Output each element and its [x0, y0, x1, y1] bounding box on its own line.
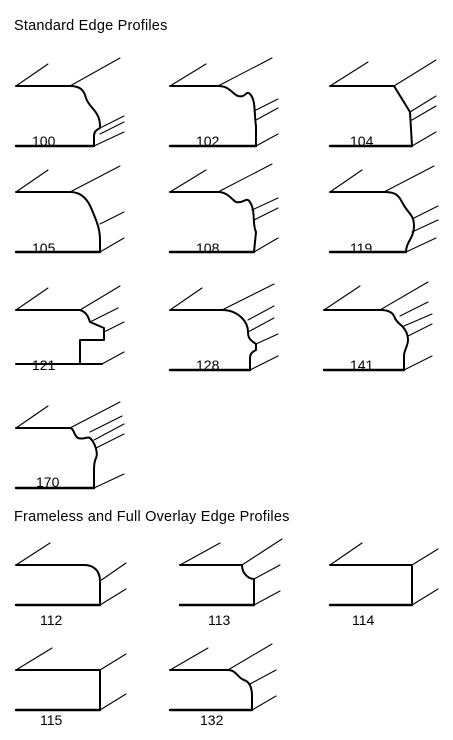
edge-profile-119-svg [328, 165, 439, 254]
edge-profile-132-label: 132 [200, 712, 224, 728]
edge-profile-113-label: 113 [208, 612, 231, 628]
profile-edge-outline [15, 427, 98, 489]
profile-back-edges [169, 57, 273, 87]
edge-profile-112-svg [14, 542, 127, 607]
edge-profile-104-svg [328, 59, 437, 148]
edge-profile-121-label: 121 [32, 357, 56, 373]
profile-extension-lines [409, 95, 437, 147]
edge-profile-128-svg [168, 283, 279, 372]
edge-profile-115-svg [14, 647, 127, 712]
profile-extension-lines [93, 115, 125, 147]
edge-profile-114-svg [328, 542, 439, 607]
edge-profile-115-drawing [8, 640, 133, 740]
profile-back-edges [169, 643, 273, 671]
profile-extension-lines [399, 301, 433, 371]
profile-back-edges [329, 59, 437, 87]
profile-edge-outline [169, 309, 257, 371]
section-title-frameless: Frameless and Full Overlay Edge Profiles [14, 509, 290, 525]
edge-profile-170-label: 170 [36, 474, 60, 490]
edge-profile-102-label: 102 [196, 133, 220, 149]
profile-back-edges [169, 283, 275, 311]
profile-extension-lines [253, 564, 281, 606]
profile-back-edges [15, 165, 121, 193]
profile-back-edges [329, 165, 435, 193]
profile-edge-outline [169, 669, 253, 711]
edge-profile-141-label: 141 [350, 357, 374, 373]
edge-profile-108-drawing [162, 162, 287, 262]
profile-extension-lines [99, 588, 127, 606]
edge-profile-104-drawing [322, 56, 447, 156]
section-title-standard: Standard Edge Profiles [14, 18, 168, 34]
profile-edge-outline [15, 669, 101, 711]
edge-profile-132-drawing [162, 640, 287, 740]
profile-edge-outline [323, 309, 409, 371]
edge-profile-105-label: 105 [32, 240, 56, 256]
profile-back-edges [323, 281, 429, 311]
profile-extension-lines [251, 197, 279, 253]
edge-profile-132-svg [168, 643, 277, 712]
profile-edge-outline [169, 191, 257, 253]
profile-edge-outline [15, 564, 101, 606]
edge-profile-108-svg [168, 163, 279, 254]
profile-edge-outline [329, 191, 415, 253]
profile-edge-outline [329, 564, 413, 606]
edge-profile-141-svg [322, 281, 433, 372]
edge-profile-121-svg [15, 285, 125, 365]
edge-profile-108-label: 108 [196, 240, 220, 256]
profile-extension-lines [99, 211, 125, 253]
edge-profile-112-drawing [8, 535, 133, 635]
profile-extension-lines [253, 98, 279, 147]
edge-profile-100-drawing [8, 56, 133, 156]
profile-back-edges [15, 57, 121, 87]
profile-back-edges [15, 647, 127, 671]
profile-edge-outline [179, 564, 255, 606]
profile-edge-outline [169, 85, 257, 147]
edge-profile-113-drawing [172, 535, 297, 635]
edge-profile-170-drawing [8, 398, 133, 498]
edge-profile-170-svg [14, 401, 125, 490]
edge-profile-141-drawing [316, 280, 441, 380]
edge-profile-100-label: 100 [32, 133, 56, 149]
profile-extension-lines [89, 415, 125, 489]
profile-extension-lines [99, 693, 127, 711]
profile-edge-outline [15, 191, 101, 253]
profile-extension-lines [411, 588, 439, 606]
edge-profile-128-label: 128 [196, 357, 220, 373]
profile-extension-lines [247, 305, 279, 371]
edge-profile-114-drawing [322, 535, 447, 635]
profile-edge-outline [15, 309, 105, 365]
edge-profile-105-drawing [8, 162, 133, 262]
edge-profile-102-svg [168, 57, 279, 148]
edge-profile-100-svg [14, 57, 125, 148]
edge-profile-104-label: 104 [350, 133, 374, 149]
edge-profile-119-label: 119 [350, 240, 373, 256]
profile-edge-outline [329, 85, 413, 147]
profile-extension-lines [249, 669, 277, 711]
profile-back-edges [179, 538, 283, 566]
edge-profile-121-drawing [8, 280, 133, 380]
edge-profile-105-svg [14, 165, 125, 254]
profile-back-edges [329, 542, 439, 566]
edge-profile-115-label: 115 [40, 712, 63, 728]
edge-profile-112-label: 112 [40, 612, 63, 628]
profile-back-edges [15, 401, 121, 429]
profile-back-edges [169, 163, 273, 193]
profile-back-edges [15, 542, 127, 582]
profile-extension-lines [405, 205, 439, 253]
profile-edge-outline [15, 85, 101, 147]
profile-extension-lines [89, 307, 125, 365]
edge-profile-114-label: 114 [352, 612, 375, 628]
edge-profile-113-svg [178, 538, 283, 607]
edge-profile-119-drawing [322, 162, 447, 262]
edge-profile-102-drawing [162, 56, 287, 156]
edge-profile-128-drawing [162, 280, 287, 380]
profile-back-edges [15, 285, 121, 311]
